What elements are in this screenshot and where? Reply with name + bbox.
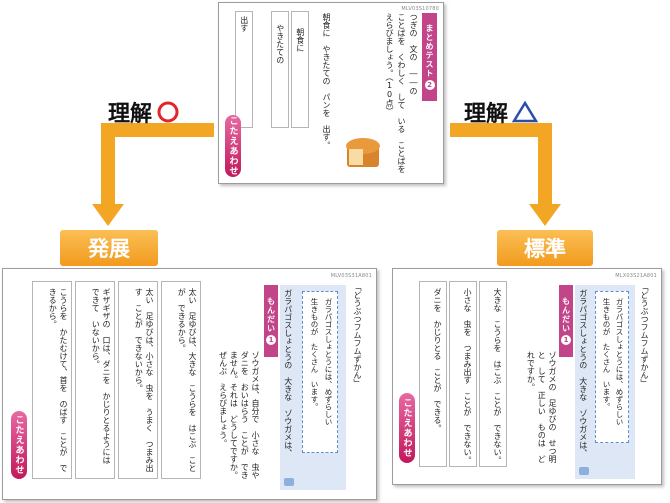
story-dotted-box: ガラパゴスしょとうには、めずらしい 生きものが たくさん います。 (302, 291, 338, 453)
right-arrowhead-icon (529, 204, 561, 226)
answer-box-1[interactable]: 朝食に (291, 11, 309, 128)
card-code: MLV03S31A801 (330, 273, 372, 279)
question-line-1: つぎの 文の ――の (409, 13, 418, 95)
dotted-line-1: ガラパゴスしょとうには、めずらしい (324, 298, 333, 426)
question-line-3: えらびましょう。（10点） (385, 13, 394, 115)
dotted-line-2: 生きものが たくさん います。 (310, 298, 319, 411)
tag-label: まとめテスト (425, 24, 434, 78)
tag-label: もんだい (266, 297, 276, 333)
question-text: ゾウガメは、自分で 小さな 虫や ダニを おいはらう ことが できません。それは… (218, 351, 260, 487)
answer-box-3[interactable]: 出す (235, 11, 253, 128)
choice-3[interactable]: ダニを かじりとる ことが できる。 (419, 281, 447, 467)
question-text: ゾウガメの 足ゆびの せつ明と して 正しい ものは どれですか。 (526, 351, 557, 463)
card-code: MLV03S10780 (401, 6, 439, 12)
right-branch-text: 理解 (464, 102, 509, 127)
top-test-card: MLV03S10780 まとめテスト 2 つぎの 文の ――の ことばを くわし… (218, 2, 444, 184)
choice-text: 小さな 虫を つまみ出す ことが できない。 (463, 288, 472, 464)
blue-triangle-icon (512, 100, 539, 123)
check-answer-button[interactable]: こたえあわせ (225, 115, 241, 177)
answer-box-2[interactable]: やきたての (271, 11, 289, 128)
right-arrow-icon (450, 123, 552, 206)
choice-text: ギザギザの 口は、ダニを かじりとるようには できて いないから。 (91, 288, 111, 472)
question-tag: もんだい 1 (559, 285, 573, 357)
choice-2[interactable]: 太い 足ゆびは、小さな 虫を うまく つまみ出す ことが できないから。 (118, 281, 158, 479)
choice-text: 太い 足ゆびは、小さな 虫を うまく つまみ出す ことが できないから。 (134, 288, 154, 472)
standard-question-card: MLX03S21A801 「どうぶつフムフムずかん」 ガラパゴスしょとうの 大き… (392, 268, 662, 485)
story-band: ガラパゴスしょとうの 大きな ゾウガメは、 ガラパゴスしょとうには、めずらしい … (280, 285, 346, 490)
question-line-2: ことばを くわしく して いる ことばを (397, 13, 406, 173)
choice-text: ダニを かじりとる ことが できる。 (433, 288, 442, 432)
choice-2[interactable]: 小さな 虫を つまみ出す ことが できない。 (449, 281, 477, 467)
choice-text: 大きな こうらを はこぶ ことが できない。 (493, 288, 502, 464)
standard-ribbon: 標準 (497, 230, 593, 266)
advanced-ribbon: 発展 (60, 230, 158, 266)
check-answer-button[interactable]: こたえあわせ (11, 411, 27, 479)
bread-icon (346, 138, 380, 167)
advanced-question-card: MLV03S31A801 「どうぶつフムフムずかん」 ガラパゴスしょとうの 大き… (2, 268, 377, 500)
tag-number: 1 (561, 335, 571, 345)
choice-1[interactable]: 太い 足ゆびは、大きな こうらを はこぶ ことが できるから。 (161, 281, 201, 479)
story-band: ガラパゴスしょとうの 大きな ゾウガメは、 ガラパゴスしょとうには、めずらしい … (575, 285, 635, 479)
choice-text: こうらを かたむけて、首を のばす ことが できるから。 (48, 288, 68, 472)
tag-number: 1 (266, 335, 276, 345)
question-tag: もんだい 1 (264, 285, 278, 357)
intro-text: 「どうぶつフムフムずかん」 (353, 283, 362, 387)
dotted-line-1: ガラパゴスしょとうには、めずらしい (615, 298, 624, 426)
card-code: MLX03S21A801 (615, 273, 657, 279)
choice-1[interactable]: 大きな こうらを はこぶ ことが できない。 (479, 281, 507, 467)
dotted-line-2: 生きものが たくさん います。 (602, 298, 611, 411)
answer-box-label: やきたての (275, 24, 285, 64)
right-branch-label: 理解 (464, 96, 539, 128)
answer-box-label: 出す (239, 16, 249, 32)
summary-test-tag: まとめテスト 2 (422, 13, 437, 101)
audio-icon[interactable] (284, 478, 294, 486)
audio-icon[interactable] (579, 467, 589, 475)
tag-label: もんだい (561, 297, 571, 333)
story-band-text: ガラパゴスしょとうの 大きな ゾウガメは、 (578, 289, 588, 457)
intro-text: 「どうぶつフムフムずかん」 (640, 283, 649, 387)
example-sentence: 朝食に やきたての パンを 出す。 (322, 13, 331, 149)
left-branch-text: 理解 (108, 102, 153, 127)
story-dotted-box: ガラパゴスしょとうには、めずらしい 生きものが たくさん います。 (595, 291, 629, 443)
choice-3[interactable]: ギザギザの 口は、ダニを かじりとるようには できて いないから。 (75, 281, 115, 479)
tag-number: 2 (424, 80, 435, 90)
left-branch-label: 理解 (108, 96, 180, 128)
left-arrow-icon (101, 123, 214, 206)
left-arrowhead-icon (92, 204, 124, 226)
check-answer-button[interactable]: こたえあわせ (399, 393, 415, 463)
red-circle-icon (157, 101, 179, 123)
story-band-text: ガラパゴスしょとうの 大きな ゾウガメは、 (283, 289, 293, 457)
choice-text: 太い 足ゆびは、大きな こうらを はこぶ ことが できるから。 (177, 288, 197, 472)
answer-box-label: 朝食に (295, 28, 305, 52)
choice-4[interactable]: こうらを かたむけて、首を のばす ことが できるから。 (32, 281, 72, 479)
